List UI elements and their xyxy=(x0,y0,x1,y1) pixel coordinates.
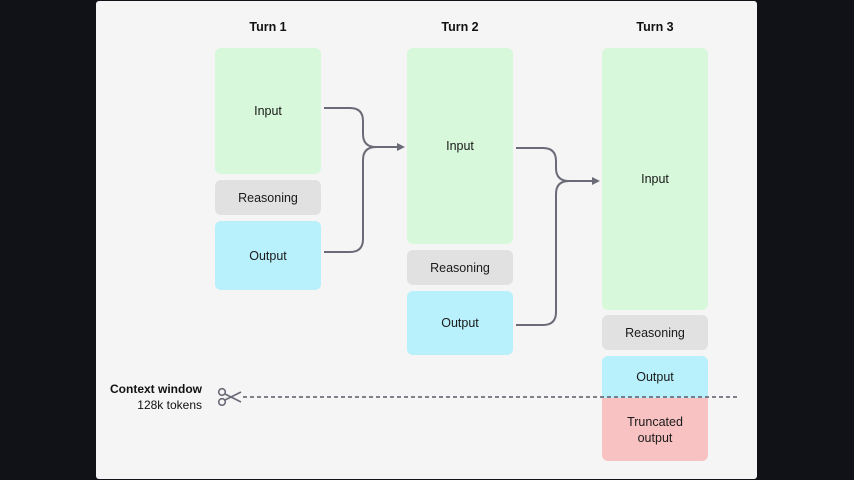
turn-3-input-block: Input xyxy=(602,48,708,310)
turn-1-title: Turn 1 xyxy=(249,20,287,34)
turn-2-output-arrow xyxy=(516,180,570,326)
turn-1-input-arrow xyxy=(324,107,405,151)
turn-2-input-block: Input xyxy=(407,48,513,244)
turn-1-output-arrow xyxy=(324,146,377,253)
context-window-size: 128k tokens xyxy=(137,398,202,412)
turn-2-title: Turn 2 xyxy=(441,20,479,34)
scissors-icon xyxy=(217,387,242,407)
turn-3-output-block: Output xyxy=(602,356,708,398)
context-window-label: Context window xyxy=(110,382,202,396)
turn-1-output-block: Output xyxy=(215,221,321,290)
turn-3-title: Turn 3 xyxy=(636,20,674,34)
turn-3-truncated-output-block: Truncated output xyxy=(602,398,708,461)
turn-2-input-arrow xyxy=(516,147,600,185)
turn-3-reasoning-block: Reasoning xyxy=(602,315,708,350)
turn-2-output-block: Output xyxy=(407,291,513,355)
turn-1-reasoning-block: Reasoning xyxy=(215,180,321,215)
turn-2-reasoning-block: Reasoning xyxy=(407,250,513,285)
turn-1-input-block: Input xyxy=(215,48,321,174)
